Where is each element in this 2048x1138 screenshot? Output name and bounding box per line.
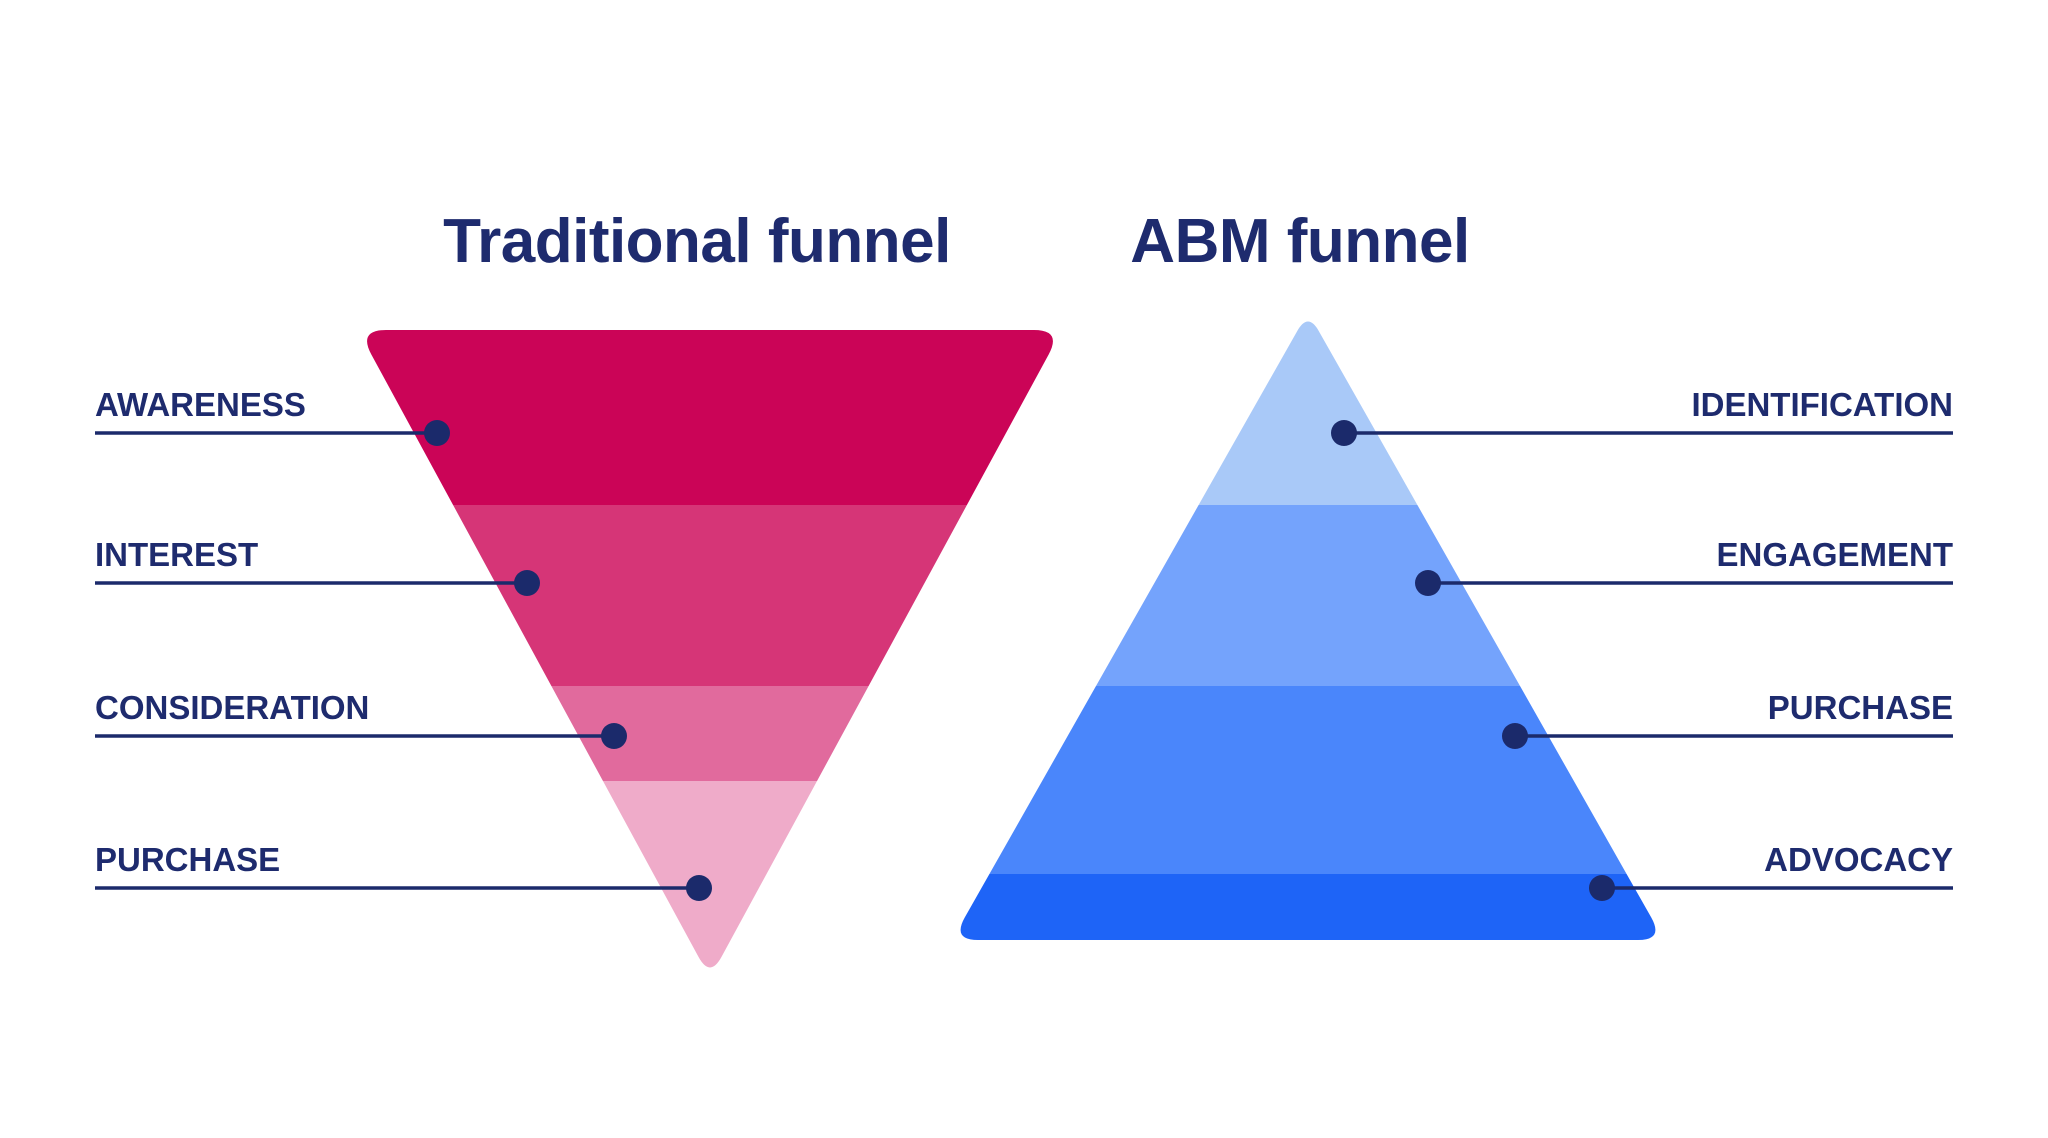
traditional-funnel-title: Traditional funnel [443,207,951,276]
connector-dot-purchase-left [686,875,712,901]
connector-dot-identification [1331,420,1357,446]
abm-funnel-shape [960,321,1656,940]
stage-label-purchase-right: PURCHASE [1767,689,1953,726]
abm-band-engagement [960,505,1656,686]
stage-label-identification: IDENTIFICATION [1691,386,1953,423]
connector-dot-engagement [1415,570,1441,596]
connector-dot-consideration [601,723,627,749]
stage-label-awareness: AWARENESS [95,386,306,423]
traditional-band-interest [367,505,1053,686]
abm-funnel-title: ABM funnel [1130,207,1470,276]
traditional-band-awareness [367,330,1053,505]
stage-label-purchase-left: PURCHASE [95,841,281,878]
abm-band-advocacy [960,874,1656,940]
connector-dot-purchase-right [1502,723,1528,749]
traditional-band-consideration [367,686,1053,781]
connector-dot-awareness [424,420,450,446]
stage-label-engagement: ENGAGEMENT [1716,536,1953,573]
stage-label-consideration: CONSIDERATION [95,689,370,726]
stage-label-interest: INTEREST [95,536,259,573]
connector-dot-advocacy [1589,875,1615,901]
stage-label-advocacy: ADVOCACY [1764,841,1953,878]
abm-band-identification [960,321,1656,505]
connector-dot-interest [514,570,540,596]
abm-band-purchase [960,686,1656,874]
